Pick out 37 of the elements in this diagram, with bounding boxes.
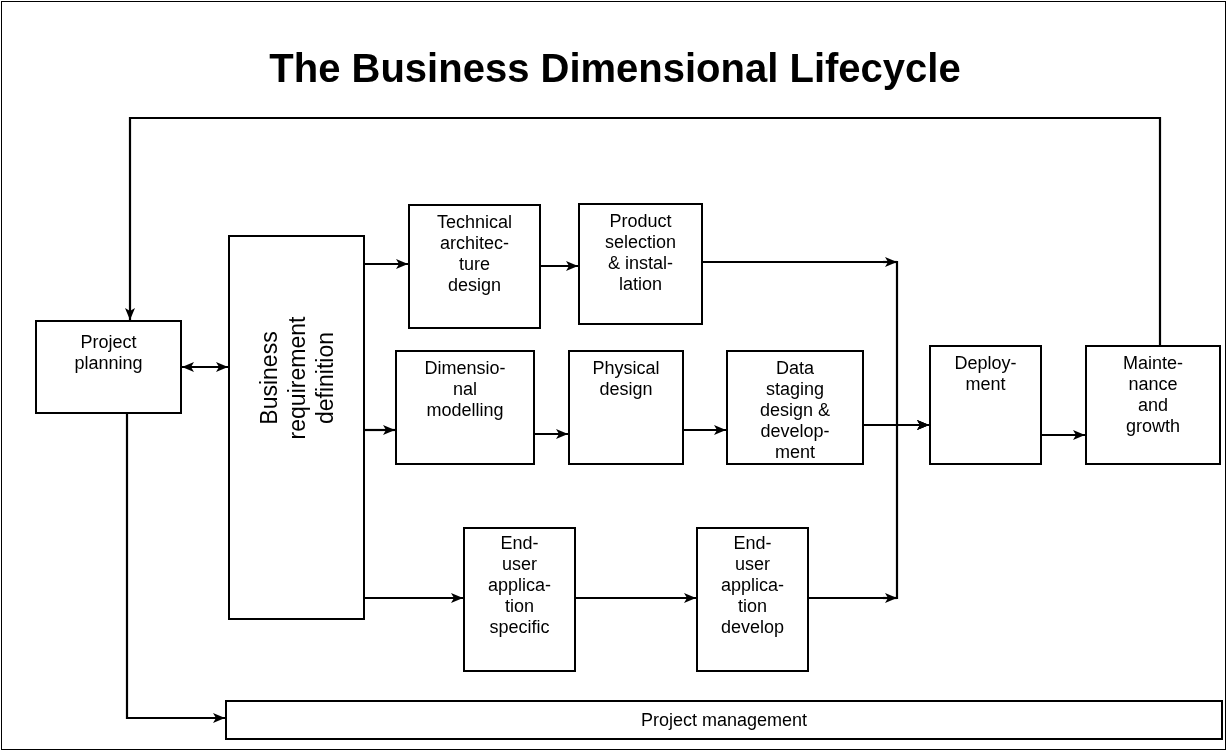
process-box [568,350,684,465]
arrow [535,429,568,439]
process-box [395,350,535,465]
box-label: Mainte- nance and growth [1122,353,1184,437]
arrow [809,420,929,603]
process-box [408,204,541,329]
process-box [578,203,703,325]
box-label: Project management [639,710,809,731]
arrow [684,425,726,435]
process-box [929,345,1042,465]
process-box [1085,345,1221,465]
diagram-title: The Business Dimensional Lifecycle [268,45,962,92]
arrow [1042,430,1085,440]
process-box [225,700,1223,740]
box-label: Business requirement definition [254,315,339,442]
process-box [726,350,864,465]
arrow [365,259,408,269]
arrow [365,425,395,435]
box-label: Physical design [591,358,661,400]
arrow [365,593,463,603]
box-label: Deploy- ment [953,353,1018,395]
arrow [125,414,225,723]
arrow [125,116,1162,345]
arrow [541,261,578,271]
box-label: Data staging design & develop- ment [758,358,832,463]
process-box [228,235,365,620]
box-label: Dimensio- nal modelling [423,358,507,421]
box-label: End- user applica- tion specific [486,533,552,638]
box-label: Technical architec- ture design [435,212,513,296]
box-label: Product selection & instal- lation [603,211,677,295]
arrow [576,593,696,603]
arrow [182,362,228,372]
process-box [463,527,576,672]
process-box [35,320,182,414]
process-box [696,527,809,672]
box-label: Project planning [73,332,144,374]
box-label: End- user applica- tion develop [719,533,786,638]
